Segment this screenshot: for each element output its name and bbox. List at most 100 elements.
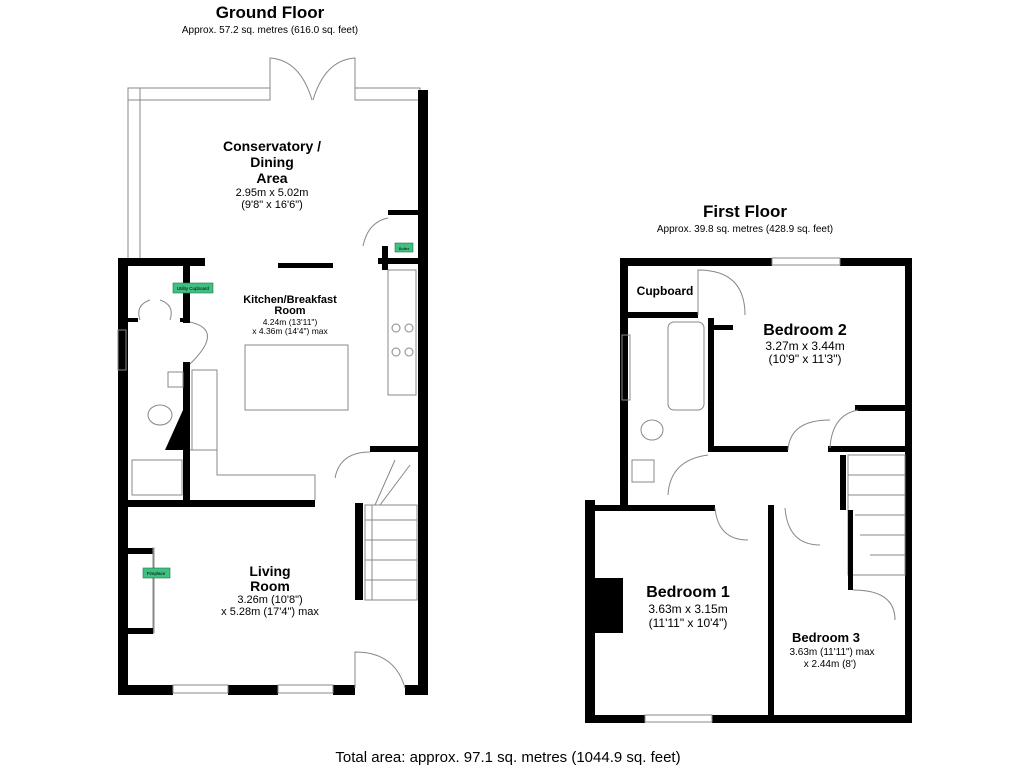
svg-text:(11'11" x 10'4"): (11'11" x 10'4") [649,616,728,630]
svg-text:x 5.28m (17'4") max: x 5.28m (17'4") max [221,606,319,618]
fireplace-label: Fireplace [147,571,166,576]
kitchen-counter [190,449,316,500]
utility-doors [138,299,172,321]
fireplace-tag [142,567,171,579]
wall [180,318,190,322]
svg-text:Bedroom 1: Bedroom 1 [646,584,730,601]
svg-text:(10'9" x 11'3"): (10'9" x 11'3") [769,352,842,366]
svg-text:Conservatory /: Conservatory / [223,138,321,154]
svg-text:Bedroom 3: Bedroom 3 [792,630,860,645]
svg-text:2.95m x 5.02m: 2.95m x 5.02m [236,187,309,199]
sink [631,459,655,483]
kitchen-counter [191,369,218,451]
boiler-label: Boiler [399,246,410,251]
boiler-door [362,217,389,247]
toilet [640,419,664,441]
wall [595,505,715,511]
conservatory-window-top [127,87,271,101]
svg-text:Bedroom 2: Bedroom 2 [763,322,847,339]
wall [128,500,315,507]
hall-door [334,451,371,479]
cupboard-door [697,269,746,316]
svg-text:Dining: Dining [250,154,294,170]
svg-text:Living: Living [249,563,290,579]
first-floor-area: Approx. 39.8 sq. metres (428.9 sq. feet) [657,224,833,235]
utility-door [189,321,208,365]
wall [708,446,788,452]
svg-text:Room: Room [274,305,305,317]
wall [118,258,205,266]
boiler-tag [394,242,414,253]
window [172,684,229,694]
wall [382,246,388,270]
room-label-bedroom3: Bedroom 3 3.63m (11'11") max x 2.44m (8'… [789,630,874,670]
wall [855,405,905,411]
front-door [354,651,406,689]
wall [388,210,418,215]
kitchen-counter-right [387,269,417,396]
bedroom3-door [784,507,821,546]
room-label-bedroom2: Bedroom 2 3.27m x 3.44m (10'9" x 11'3") [763,322,847,366]
wall [183,362,190,502]
room-label-living: Living Room 3.26m (10'8") x 5.28m (17'4"… [221,563,319,618]
window [621,334,631,401]
ground-floor-title: Ground Floor [216,3,325,22]
toilet [147,404,173,426]
wall [278,263,333,268]
svg-text:(9'8" x 16'6"): (9'8" x 16'6") [241,199,303,211]
wall [370,446,418,452]
wall [585,715,912,723]
wall [905,258,912,723]
bathtub [667,321,705,411]
wall [828,446,905,452]
window [771,257,841,266]
wall [620,258,628,510]
ground-floor-area: Approx. 57.2 sq. metres (616.0 sq. feet) [182,25,358,36]
svg-text:x 2.44m (8'): x 2.44m (8') [804,659,856,670]
first-floor-plan: Cupboard Bedroom 2 3.27m x 3.44m (10'9" … [585,257,912,724]
utility-cupboard-label: Utility Cupboard [177,286,210,291]
wall [378,258,418,264]
french-doors [269,57,356,101]
wall [848,510,853,590]
ground-floor-plan: Boiler Utility Cupboard [117,57,428,696]
wall [418,90,428,695]
wall [840,455,846,510]
chimney-breast [595,578,623,633]
wall [708,318,714,450]
wall [768,505,774,717]
wall [128,548,153,554]
window [277,684,334,694]
wall [128,628,153,634]
window [644,714,713,723]
first-floor-title: First Floor [703,202,787,221]
svg-text:Kitchen/Breakfast: Kitchen/Breakfast [243,294,337,306]
room-label-bedroom1: Bedroom 1 3.63m x 3.15m (11'11" x 10'4") [646,584,730,630]
svg-text:3.63m x 3.15m: 3.63m x 3.15m [648,602,727,616]
staircase [364,459,418,601]
cupboard2-door [829,409,859,449]
svg-text:3.26m (10'8"): 3.26m (10'8") [237,594,302,606]
bedroom1-door [714,507,749,541]
conservatory-window-top-right [354,87,421,101]
room-label-conservatory: Conservatory / Dining Area 2.95m x 5.02m… [223,138,321,211]
room-label-cupboard: Cupboard [637,284,694,298]
window [117,329,127,371]
shower [131,459,183,496]
wall [585,500,595,723]
bathroom-door [667,454,709,496]
kitchen-island [244,344,349,411]
wall [620,258,912,266]
wall [355,503,363,600]
svg-text:3.27m x 3.44m: 3.27m x 3.44m [765,339,844,353]
bedroom3-wardrobe-door [852,589,896,621]
svg-text:Room: Room [250,578,290,594]
wall [118,258,128,695]
wall [165,410,183,450]
svg-text:x 4.36m (14'4") max: x 4.36m (14'4") max [252,326,328,336]
utility-cupboard-tag [172,282,214,294]
wall [128,318,138,322]
svg-text:4.24m (13'11"): 4.24m (13'11") [263,317,318,327]
total-area: Total area: approx. 97.1 sq. metres (104… [335,749,680,766]
